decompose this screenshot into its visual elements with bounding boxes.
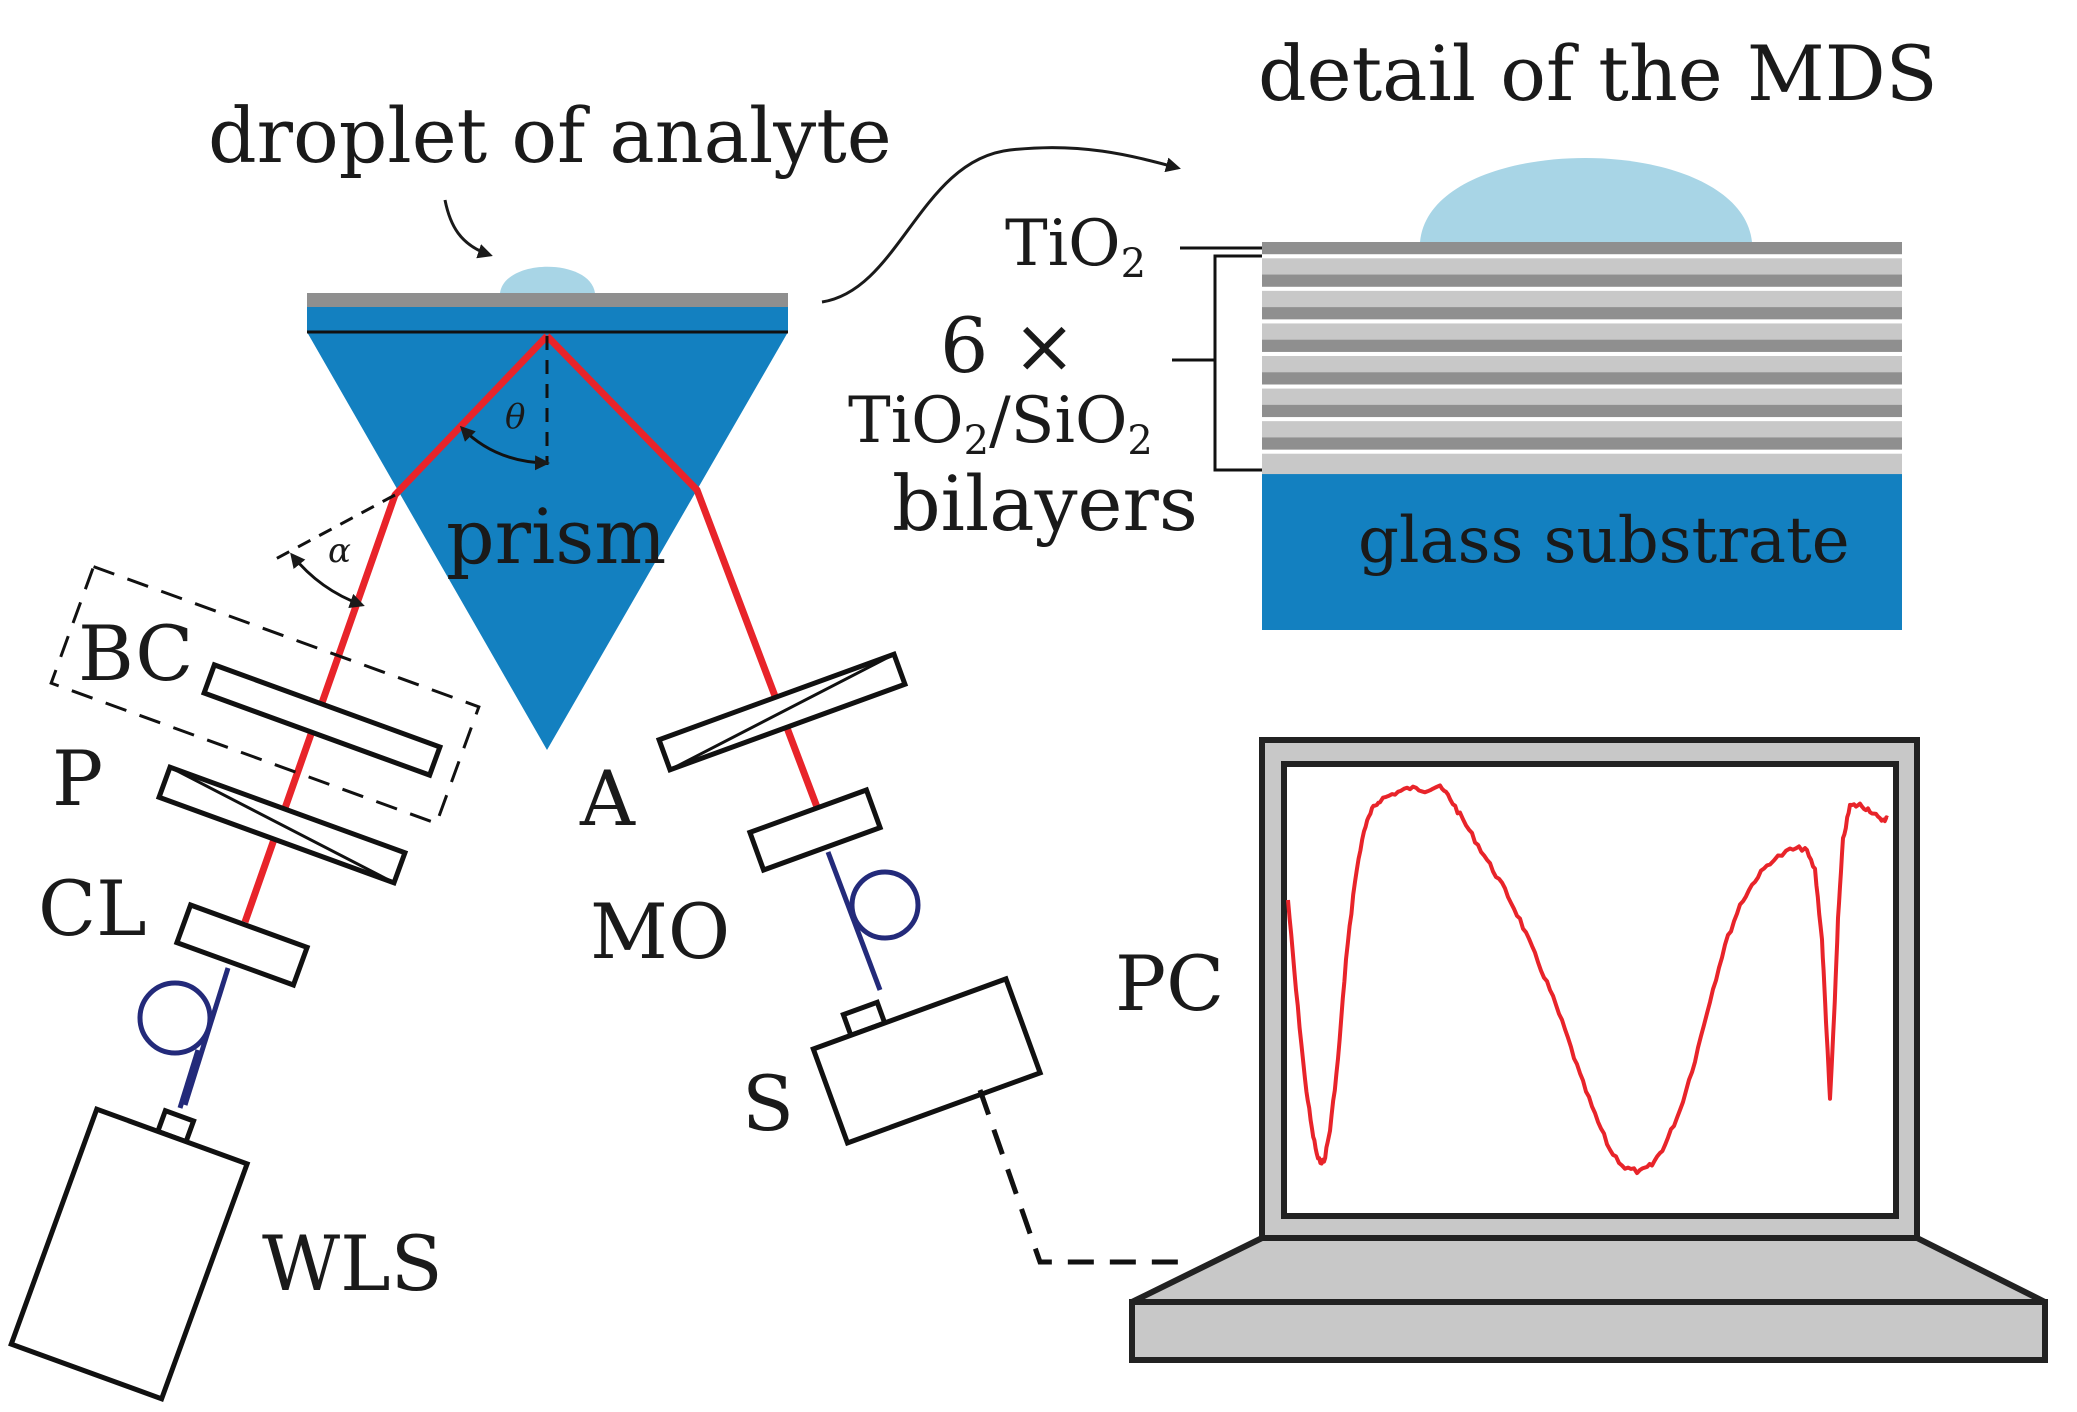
mo-label: MO [590, 887, 730, 976]
s-label: S [742, 1059, 794, 1148]
right-arm [655, 651, 1190, 1265]
tio2-layer [1262, 274, 1902, 287]
tio2-top-label: TiO2 [1005, 207, 1146, 287]
sio2-layer [1262, 388, 1902, 409]
a-label: A [579, 754, 636, 843]
bilayer-bracket [1213, 254, 1262, 472]
tio2-layer [1262, 437, 1902, 450]
sio2-layer [1262, 356, 1902, 377]
svg-text:TiO2: TiO2 [1005, 207, 1146, 287]
polarizer [155, 764, 409, 886]
laptop-screen [1281, 761, 1899, 1219]
alpha-arc [290, 552, 365, 609]
data-cable [977, 1089, 1190, 1265]
bc-label: BC [78, 609, 193, 698]
bilayer-count: 6 × [940, 301, 1076, 390]
p-label: P [52, 734, 103, 823]
alpha-label: α [328, 531, 351, 571]
theta-arc [459, 425, 550, 471]
droplet-small [500, 266, 595, 293]
detail-title: detail of the MDS [1258, 29, 1938, 118]
prism-assembly [307, 266, 788, 750]
input-fiber-loop [137, 980, 213, 1056]
laptop-base [1129, 1299, 2048, 1363]
prism-top-blue-layer [307, 306, 788, 332]
sio2-layer [1262, 258, 1902, 279]
droplet-large [1420, 158, 1752, 242]
analyzer [655, 651, 909, 773]
laptop-keyboard-deck [1130, 1235, 2047, 1305]
collimating-lens [173, 901, 311, 989]
pc-label: PC [1115, 939, 1224, 1028]
sio2-layer [1262, 290, 1902, 312]
glass-substrate [1262, 470, 1902, 630]
microscope-objective [746, 786, 884, 874]
tio2-layer [1262, 372, 1902, 385]
laptop-icon [1129, 737, 2048, 1363]
input-fiber-lower [177, 1049, 201, 1109]
tio2-layer [1262, 339, 1902, 352]
glass-substrate-label: glass substrate [1358, 504, 1850, 578]
droplet-label: droplet of analyte [208, 91, 892, 180]
mds-coating-gray [307, 293, 788, 307]
bilayers-label: bilayers [892, 459, 1198, 548]
tio2-layer [1262, 404, 1902, 418]
spectrometer [810, 975, 1044, 1147]
detail-connector-arrow [821, 146, 1181, 304]
tio2-layer [1262, 242, 1902, 255]
svg-text:TiO2/SiO2: TiO2/SiO2 [848, 384, 1153, 464]
droplet-pointer-arrow [443, 199, 493, 259]
white-light-source [8, 1105, 251, 1403]
prism [307, 332, 788, 750]
cl-label: CL [38, 864, 147, 953]
bilayer-composition-label: TiO2/SiO2 [848, 384, 1153, 464]
wls-label: WLS [262, 1219, 443, 1308]
bc-dashed-box [49, 564, 481, 826]
sio2-layer [1262, 421, 1902, 442]
bc-plate [200, 661, 444, 779]
sio2-layer [1262, 453, 1902, 475]
prism-label: prism [446, 492, 666, 581]
left-arm [8, 564, 481, 1403]
spectrum-trace [1286, 783, 1889, 1176]
sio2-layer [1262, 323, 1902, 344]
theta-label: θ [505, 397, 525, 437]
tio2-layer [1262, 307, 1902, 320]
mds-detail [1262, 158, 1902, 630]
layer-stack [1262, 242, 1902, 475]
output-fiber-loop [849, 869, 921, 941]
